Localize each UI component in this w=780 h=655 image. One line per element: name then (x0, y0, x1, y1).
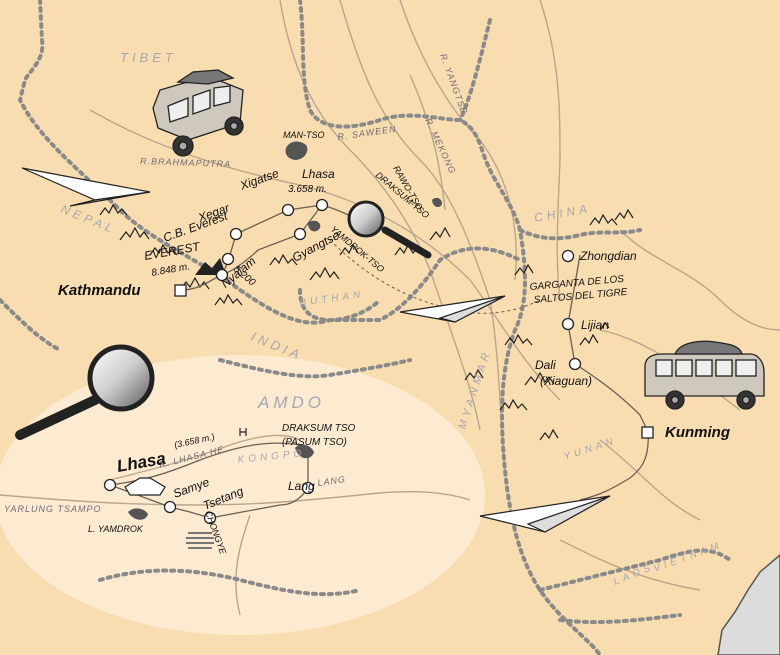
l-yamdrok-lake (128, 508, 148, 520)
region-tibet: TIBET (120, 50, 177, 65)
chongye-marker (186, 532, 214, 549)
paper-plane-icon (479, 495, 611, 533)
label-dali: Dali (535, 358, 556, 372)
paper-plane-icon (399, 295, 506, 323)
boat-icon (124, 477, 166, 496)
label-lhasa: Lhasa (302, 167, 335, 181)
man-tso-lake (285, 141, 308, 160)
sea-area (717, 554, 780, 655)
label-l-yamdrok: L. YAMDROK (88, 524, 144, 534)
rawo-tso-lake (432, 197, 442, 208)
label-man-tso: MAN-TSO (283, 130, 325, 140)
pass-marker (239, 428, 247, 436)
label-lijian: Lijian (581, 318, 609, 332)
draksum-tso-lake (295, 444, 314, 459)
magnifying-glass-icon (15, 344, 155, 440)
yamdrok-lake (308, 220, 321, 232)
bus-icon (644, 340, 765, 410)
borders (0, 0, 732, 655)
river-yarlung-tsampo: YARLUNG TSAMPO (4, 504, 102, 514)
region-amdo: AMDO (257, 393, 325, 412)
label-kunming: Kunming (665, 424, 730, 441)
inset-label-lang-small: LANG (317, 474, 347, 488)
mountains (99, 203, 634, 441)
label-kathmandu: Kathmandu (58, 282, 141, 299)
town-markers (103, 198, 654, 525)
river-brahmaputra: R.BRAHMAPUTRA (140, 156, 231, 169)
inset-label-draksum-1: DRAKSUM TSO (282, 423, 356, 434)
paper-plane-icon (21, 167, 151, 207)
jeep-icon (152, 69, 244, 157)
inset-area (0, 355, 485, 635)
label-xiaguan: (Xiaguan) (540, 374, 592, 388)
label-lhasa-altitude: 3.658 m. (288, 184, 327, 195)
inset-label-lang: Lang (288, 479, 315, 493)
magnifying-glass-icon (347, 200, 432, 259)
inset-label-draksum-2: (PASUM TSO) (282, 437, 347, 448)
label-zhongdian: Zhongdian (579, 249, 637, 263)
